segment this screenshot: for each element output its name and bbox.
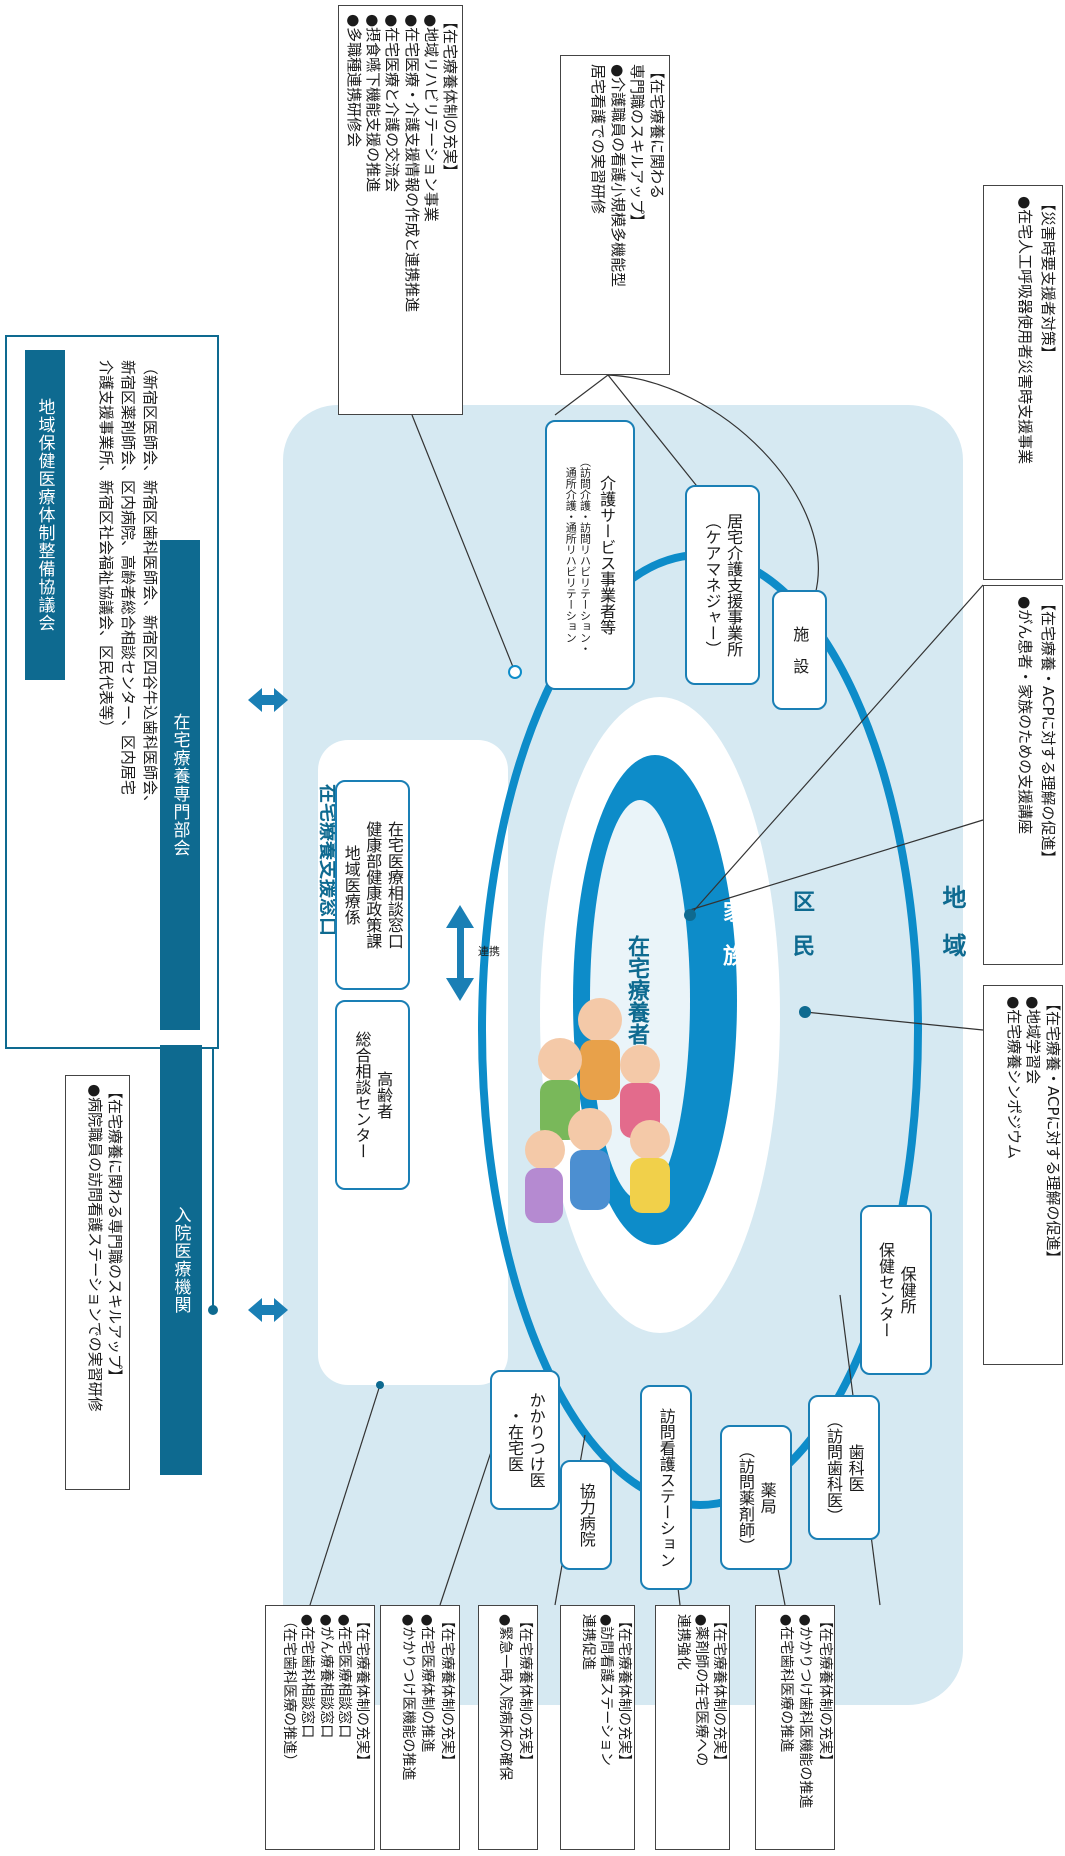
patient-core [590,800,690,1200]
health-office-box: 在宅医療相談窓口 健康部健康政策課 地域医療係 [335,780,410,990]
council-title: 地域保健医療体制整備協議会 [34,398,55,632]
council-title-bar: 地域保健医療体制整備協議会 [25,350,65,680]
support-note-6: 【在宅療養体制の充実】 ●かかりつけ歯科医機能の推進 ●在宅歯科医療の推進 [755,1605,835,1850]
dentist-node: 歯科医 （訪問歯科医） [808,1395,880,1540]
pharmacy-node: 薬局 （訪問薬剤師） [720,1425,792,1570]
acp-note-1: 【在宅療養・ACPに対する理解の促進】 ●がん患者・家族のための支援講座 [983,585,1063,965]
cooperating-hospital-node: 協力病院 [560,1460,612,1570]
ward-label: 区 民 [789,890,814,956]
care-manager-node: 居宅介護支援事業所 （ケアマネジャー） [685,485,760,685]
home-doctor-node: かかりつけ医 ・在宅医 [490,1370,560,1510]
support-note-4: 【在宅療養体制の充実】 ●訪問看護ステーション 連携促進 [560,1605,635,1850]
health-center-node: 保健所 保健センター [860,1205,932,1375]
facility-node: 施 設 [772,590,827,710]
family-label: 家 族 [719,900,744,966]
link-label: 連携 [478,945,500,958]
skill-note: 【在宅療養に関わる 専門職のスキルアップ】 ●介護職員の看護小規模多機能型 居宅… [560,55,670,375]
hospital-note: 【在宅療養に関わる専門職のスキルアップ】 ●病院職員の訪問看護ステーションでの実… [65,1075,130,1490]
support-note-3: 【在宅療養体制の充実】 ●緊急一時入院病床の確保 [478,1605,538,1850]
care-service-node: 介護サービス事業者等 （訪問介護・訪問リハビリテーション・ 通所介護・通所リハビ… [545,420,635,690]
support-note-5: 【在宅療養体制の充実】 ●薬剤師の在宅医療への 連携強化 [655,1605,730,1850]
nursing-station-node: 訪問看護ステーション [640,1385,692,1590]
hospital-label: 入院医療機関 [170,1206,191,1314]
elderly-center-box: 高齢者 総合相談センター [335,1000,410,1190]
patient-label: 在宅療養者 [624,935,649,1045]
disaster-note: 【災害時要支援者対策】 ●在宅人工呼吸器使用者災害時支援事業 [983,185,1063,580]
hospital-bar: 入院医療機関 [160,1045,202,1475]
support-note-1: 【在宅療養体制の充実】 ●在宅医療相談窓口 ●がん療養相談窓口 ●在宅歯科相談窓… [265,1605,375,1850]
council-members: （新宿区医師会、新宿区歯科医師会、新宿区四谷牛込歯科医師会、 新宿区薬剤師会、区… [97,360,160,811]
subcommittee-label: 在宅療養専門部会 [169,713,190,857]
subcommittee-bar: 在宅療養専門部会 [160,540,200,1030]
rehab-note: 【在宅療養体制の充実】 ●地域リハビリテーション事業 ●在宅医療・介護支援情報の… [338,5,463,415]
family-illustration [525,998,670,1223]
support-note-2: 【在宅療養体制の充実】 ●在宅医療体制の推進 ●かかりつけ医機能の推進 [380,1605,460,1850]
community-label: 地 域 [938,885,966,957]
acp-note-2: 【在宅療養・ACPに対する理解の促進】 ●地域学習会 ●在宅療養シンポジウム [983,985,1063,1365]
